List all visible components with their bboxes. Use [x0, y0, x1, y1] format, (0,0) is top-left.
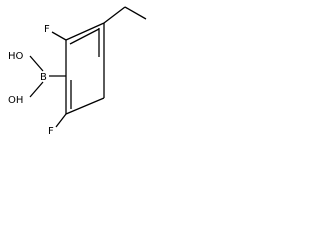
molecule-structure: F F B HO OH	[8, 6, 147, 137]
ring-bond-bottom-right-to-bottom-left	[65, 97, 105, 115]
boron-oh-top-bond	[29, 55, 44, 72]
fluoro-top-bond	[51, 31, 67, 41]
boron-label: B	[40, 72, 47, 83]
fluorine-bottom-label: F	[48, 126, 54, 137]
ethyl-bond-1	[103, 6, 126, 24]
boron-oh-bottom-bond	[29, 81, 44, 98]
ring-bond-top-left-inner	[69, 28, 100, 45]
ethyl-bond-2	[124, 6, 147, 20]
fluoro-bottom-bond	[55, 113, 67, 128]
ring-bond-top-left-to-top	[65, 22, 105, 41]
fluorine-top-label: F	[44, 24, 50, 35]
structure-canvas: F F B HO OH	[0, 0, 150, 150]
hydroxyl-top-label: HO	[8, 51, 24, 62]
hydroxyl-bottom-label: OH	[8, 95, 23, 106]
